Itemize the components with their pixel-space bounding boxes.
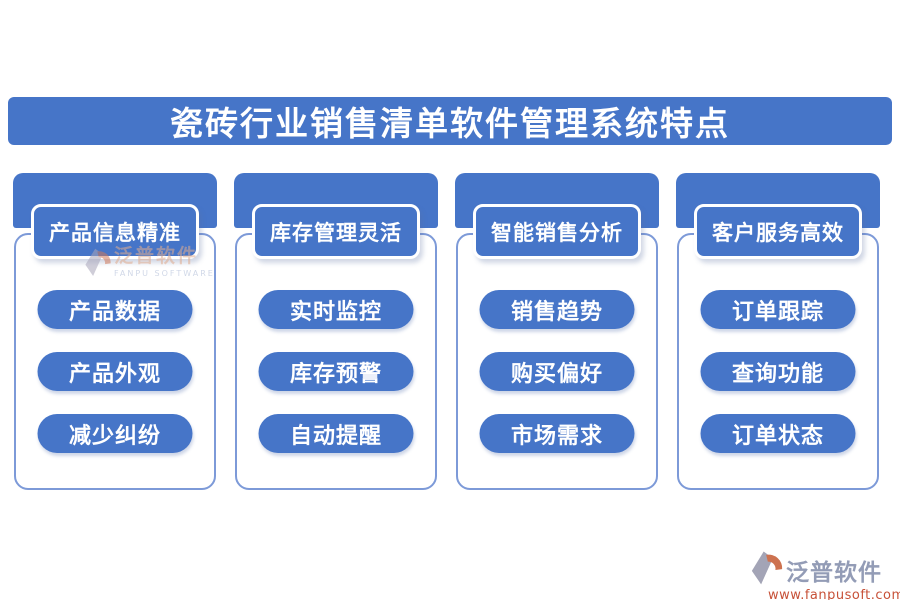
column-title-tab: 智能销售分析 [473,204,641,259]
column-title-tab: 客户服务高效 [694,204,862,259]
column-title: 智能销售分析 [491,220,623,245]
feature-pill: 查询功能 [700,352,856,391]
feature-pill: 订单状态 [700,414,856,453]
feature-pill: 市场需求 [479,414,635,453]
feature-column-inventory: 库存管理灵活 实时监控 库存预警 自动提醒 [234,173,438,490]
feature-pill: 自动提醒 [258,414,414,453]
feature-pill: 实时监控 [258,290,414,329]
feature-column-product-info: 产品信息精准 产品数据 产品外观 减少纠纷 [13,173,217,490]
footer-logo-name: 泛普软件 [786,559,882,586]
column-title: 库存管理灵活 [270,220,402,245]
feature-pill: 产品数据 [37,290,193,329]
column-title-tab: 库存管理灵活 [252,204,420,259]
column-title: 产品信息精准 [49,220,181,245]
feature-pill: 订单跟踪 [700,290,856,329]
column-title-tab: 产品信息精准 [31,204,199,259]
fanpu-swoosh-icon [750,549,784,590]
column-title: 客户服务高效 [712,220,844,245]
feature-column-sales-analysis: 智能销售分析 销售趋势 购买偏好 市场需求 [455,173,659,490]
page-title: 瓷砖行业销售清单软件管理系统特点 [170,104,730,143]
feature-pill: 减少纠纷 [37,414,193,453]
title-banner: 瓷砖行业销售清单软件管理系统特点 [8,97,892,145]
feature-column-customer-service: 客户服务高效 订单跟踪 查询功能 订单状态 [676,173,880,490]
footer-logo-url: www.fanpusoft.com [768,588,900,600]
feature-pill: 产品外观 [37,352,193,391]
feature-pill: 库存预警 [258,352,414,391]
feature-pill: 购买偏好 [479,352,635,391]
footer-logo: 泛普软件 www.fanpusoft.com [750,549,900,600]
features-grid: 产品信息精准 产品数据 产品外观 减少纠纷 库存管理灵活 实时监控 库存预警 自… [13,173,880,490]
feature-pill: 销售趋势 [479,290,635,329]
